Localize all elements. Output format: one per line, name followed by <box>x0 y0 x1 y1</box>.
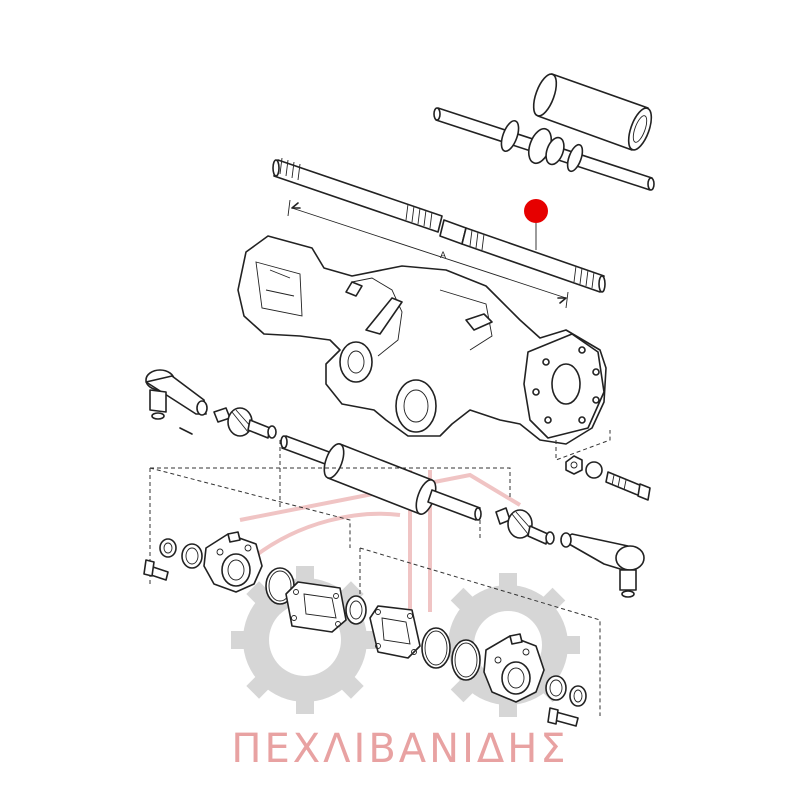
upper-shaft-assembly <box>433 73 655 191</box>
tie-rod-end-right <box>560 532 645 598</box>
right-o-ring-2 <box>451 639 481 681</box>
watermark-brand-text: ΠΕΧΛΙΒΑΝΙΔΗΣ <box>231 726 568 772</box>
left-gasket <box>285 581 347 633</box>
axle-housing <box>237 235 607 445</box>
dimension-label: A <box>440 250 446 260</box>
left-seal-2 <box>345 595 367 625</box>
drive-shaft <box>272 157 606 293</box>
left-seal-1 <box>181 543 203 569</box>
bolt <box>605 471 643 497</box>
watermark-logo <box>231 470 580 717</box>
seal-ring-3 <box>566 143 584 173</box>
housing-bore-center <box>395 379 437 433</box>
dimension-a: A <box>287 199 569 309</box>
left-washer-1 <box>159 538 177 558</box>
right-o-ring-1 <box>421 627 451 669</box>
right-washer <box>569 685 587 707</box>
assembly-guides <box>149 430 611 716</box>
highlight-marker <box>524 199 548 223</box>
seal-ring-1 <box>500 119 520 153</box>
splined-stub-shaft <box>461 227 605 293</box>
ball-joint-right <box>495 507 555 545</box>
ball-joint-left <box>213 407 277 439</box>
hub-assembly-right <box>369 605 587 727</box>
central-axle-tube <box>280 435 482 521</box>
housing-bore-left <box>339 341 373 383</box>
watermark-tractor-outline <box>239 470 522 612</box>
hub-assembly-left <box>143 531 367 633</box>
right-seal <box>545 675 567 701</box>
washer <box>585 461 603 479</box>
hardware-right <box>565 455 651 501</box>
tie-rod-end-left <box>145 369 208 435</box>
housing-rib <box>365 297 403 335</box>
nut <box>565 455 583 475</box>
